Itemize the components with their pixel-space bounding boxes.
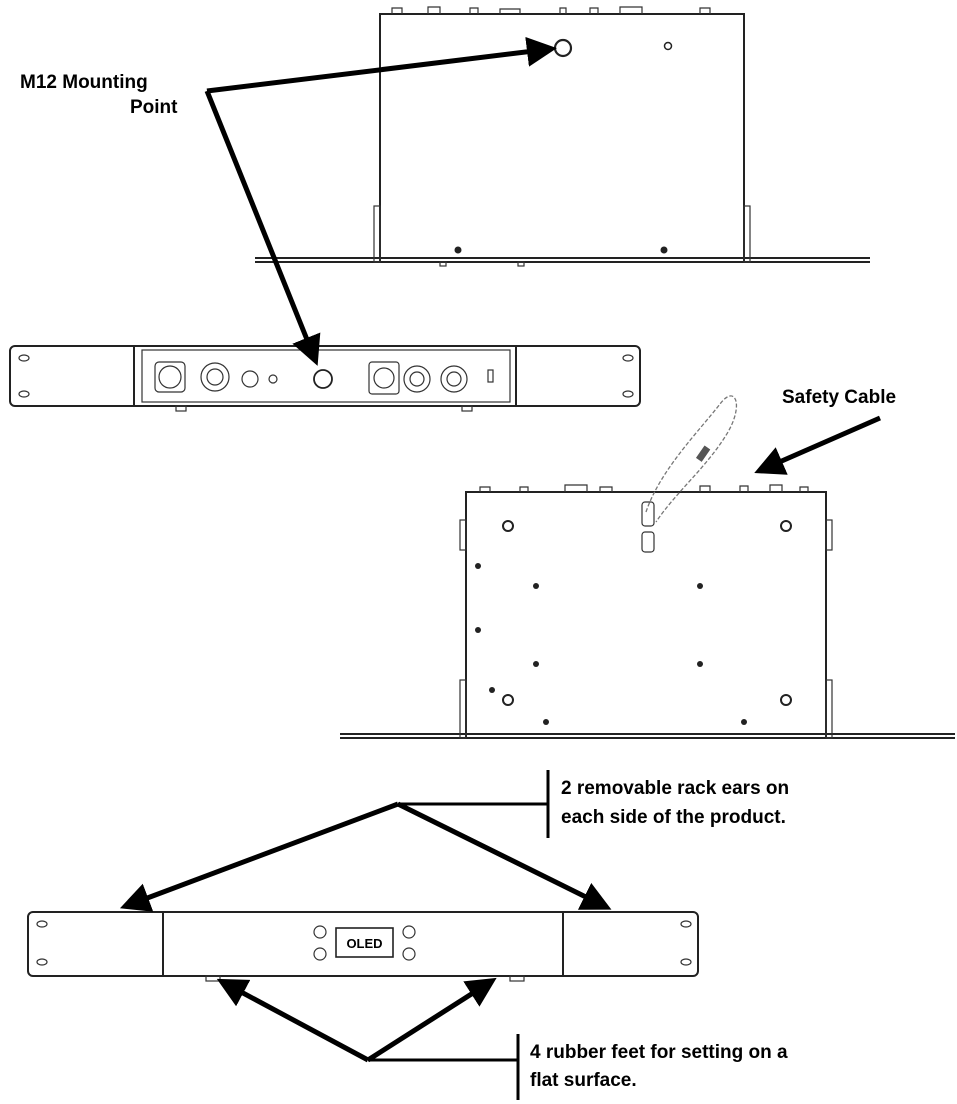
rubber-feet-label-line1: 4 rubber feet for setting on a xyxy=(530,1042,788,1063)
panel-button xyxy=(313,947,327,961)
top-view-unit xyxy=(255,6,870,267)
m12-callout-arrows xyxy=(204,36,557,366)
panel-button xyxy=(402,947,416,961)
m12-mounting-hole-rear xyxy=(313,369,333,389)
oled-display xyxy=(335,927,394,958)
safety-cable-label: Safety Cable xyxy=(782,387,896,408)
m12-label-line2: Point xyxy=(130,97,178,118)
rubber-feet-callout xyxy=(216,977,520,1100)
m12-mounting-hole xyxy=(553,38,573,58)
rubber-feet-label-line2: flat surface. xyxy=(530,1070,637,1091)
rack-ears-callout xyxy=(119,770,612,912)
top-view-unit-safety xyxy=(340,395,955,739)
safety-cable-arrow xyxy=(754,415,882,475)
m12-label-line1: M12 Mounting xyxy=(20,72,148,93)
oled-label: OLED xyxy=(346,936,382,951)
panel-button xyxy=(402,925,416,939)
rack-ears-label-line1: 2 removable rack ears on xyxy=(561,778,789,799)
panel-button xyxy=(313,925,327,939)
front-panel-unit: OLED xyxy=(27,911,699,982)
rear-panel-unit xyxy=(9,345,641,412)
rack-ears-label-line2: each side of the product. xyxy=(561,807,786,828)
safety-cable xyxy=(645,395,738,523)
